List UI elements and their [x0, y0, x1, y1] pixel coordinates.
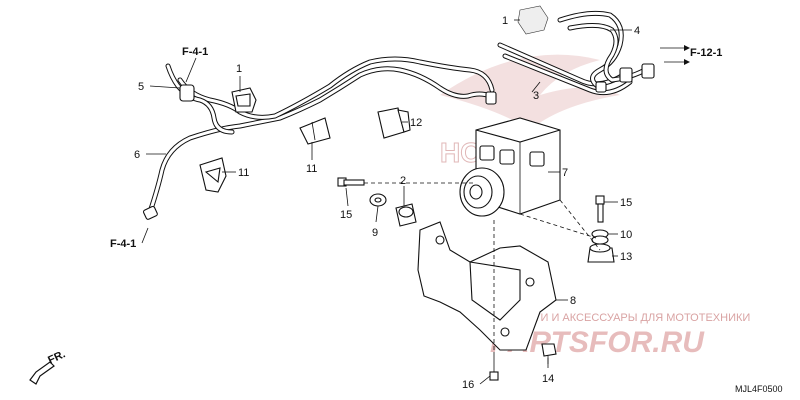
- front-arrow-icon: [29, 361, 55, 385]
- callout-15-left: 15: [340, 209, 352, 221]
- callout-6: 6: [134, 149, 140, 161]
- callout-5: 5: [138, 81, 144, 93]
- pipe-clamp-11-b: [199, 157, 227, 193]
- bolt-15-right: [595, 195, 605, 223]
- leader-lines: [146, 29, 632, 385]
- grommet-13: [587, 243, 615, 263]
- callout-7: 7: [562, 167, 568, 179]
- pipe-fitting-right-a: [619, 67, 633, 83]
- front-label: FR.: [46, 348, 67, 366]
- ref-bottom-left: F-4-1: [110, 238, 136, 250]
- brake-pipe-3-4: [497, 10, 655, 96]
- callout-11-right: 11: [306, 163, 317, 175]
- pipe-fitting-lower: [142, 205, 158, 220]
- pipe-clip-1-left: [231, 87, 257, 113]
- callout-14: 14: [542, 373, 554, 385]
- pipe-fitting-right-b: [641, 63, 655, 79]
- front-direction-indicator: FR.: [29, 348, 67, 385]
- reference-labels: F-4-1 F-4-1 F-12-1: [110, 45, 722, 250]
- washer-9: [369, 193, 387, 207]
- pipe-clip-1-top: [514, 5, 549, 35]
- pipe-clamp-11-a: [299, 117, 331, 145]
- pipe-joint-5: [179, 84, 195, 102]
- callout-11-left: 11: [238, 167, 249, 179]
- callout-labels: 1 1 2 3 4 5 6 7 8 9 10 11 11 12 13 14 15…: [134, 15, 640, 391]
- watermark-tagline: ЗАПЧАСТИ И АКСЕССУАРЫ ДЛЯ МОТОТЕХНИКИ: [490, 312, 750, 324]
- abs-modulator-unit: [459, 117, 561, 217]
- callout-10: 10: [620, 229, 632, 241]
- pipe-fitting-right-c: [595, 81, 607, 93]
- callout-1-top: 1: [502, 15, 508, 27]
- arrow-right-icon: [660, 45, 690, 65]
- pipe-fitting-upper: [485, 91, 497, 105]
- pipe-clamp-12: [377, 107, 411, 139]
- callout-4: 4: [634, 25, 640, 37]
- abs-bracket-8: [417, 221, 557, 351]
- grommet-2: [395, 203, 417, 227]
- bolt-15-left: [337, 177, 365, 187]
- bolt-14: [541, 343, 557, 364]
- ref-right: F-12-1: [690, 47, 722, 59]
- callout-9: 9: [372, 227, 378, 239]
- brake-pipe-6: [142, 56, 497, 220]
- callout-3: 3: [533, 90, 539, 102]
- callout-15-right: 15: [620, 197, 632, 209]
- collar-10: [591, 229, 609, 245]
- diagram-code: MJL4F0500: [735, 384, 783, 394]
- callout-2: 2: [400, 175, 406, 187]
- callout-12: 12: [410, 117, 422, 129]
- callout-13: 13: [620, 251, 632, 263]
- callout-8: 8: [570, 295, 576, 307]
- callout-16: 16: [462, 379, 474, 391]
- assembly-guides: [364, 182, 601, 350]
- ref-top-left: F-4-1: [182, 46, 208, 58]
- callout-1-left: 1: [236, 63, 242, 75]
